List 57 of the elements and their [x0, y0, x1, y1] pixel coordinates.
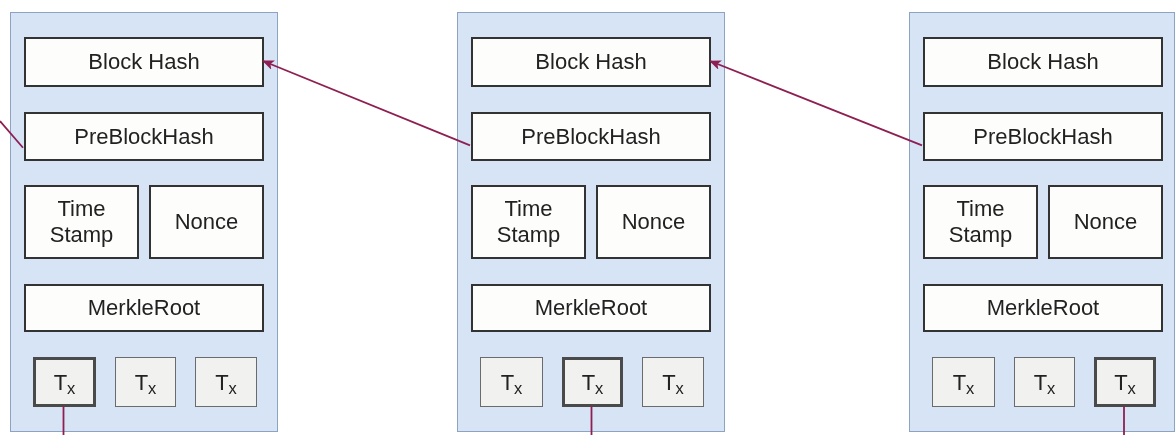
field-box	[471, 112, 711, 161]
transaction-box	[33, 357, 96, 407]
transaction-label: T$_{x}$	[581, 368, 604, 399]
connector-line	[1123, 405, 1125, 435]
field-label: Block Hash	[987, 49, 1099, 75]
field-box	[471, 185, 586, 259]
transaction-label: T$_{x}$	[952, 368, 975, 399]
block-panel	[909, 12, 1175, 432]
field-label: PreBlockHash	[973, 123, 1113, 150]
field-box	[24, 112, 264, 161]
arrow	[262, 60, 471, 147]
field-box	[1048, 185, 1163, 259]
field-label: Nonce	[621, 209, 686, 235]
field-label: MerkleRoot	[986, 295, 1100, 321]
field-box	[24, 185, 139, 259]
transaction-label: T$_{x}$	[500, 368, 523, 399]
field-box	[923, 185, 1038, 259]
field-box	[149, 185, 264, 259]
field-box	[923, 37, 1163, 87]
field-label: Time Stamp	[48, 196, 115, 248]
arrow	[709, 60, 923, 147]
field-box	[596, 185, 711, 259]
block-panel	[10, 12, 278, 432]
transaction-label: T$_{x}$	[1033, 368, 1056, 399]
transaction-box	[932, 357, 995, 407]
block-panel	[457, 12, 725, 432]
field-box	[24, 284, 264, 332]
connector-line	[62, 405, 65, 435]
transaction-box	[562, 357, 623, 407]
field-label: PreBlockHash	[521, 123, 661, 150]
field-box	[24, 37, 264, 87]
field-box	[471, 284, 711, 332]
field-box	[923, 112, 1163, 161]
field-box	[923, 284, 1163, 332]
transaction-box	[115, 357, 176, 407]
field-label: Time Stamp	[495, 196, 562, 248]
field-label: PreBlockHash	[74, 123, 214, 150]
field-label: Time Stamp	[947, 196, 1014, 248]
connector-line	[590, 405, 593, 435]
field-label: Nonce	[1073, 209, 1138, 235]
transaction-box	[1014, 357, 1075, 407]
transaction-box	[642, 357, 704, 407]
field-label: Nonce	[174, 209, 239, 235]
transaction-label: T$_{x}$	[215, 368, 237, 399]
connector-line	[0, 120, 24, 149]
transaction-label: T$_{x}$	[1114, 368, 1136, 399]
field-label: Block Hash	[88, 49, 200, 75]
transaction-box	[480, 357, 543, 407]
transaction-box	[1094, 357, 1156, 407]
field-label: MerkleRoot	[534, 295, 648, 321]
transaction-label: T$_{x}$	[53, 368, 76, 399]
field-label: MerkleRoot	[87, 295, 201, 321]
transaction-box	[195, 357, 257, 407]
transaction-label: T$_{x}$	[662, 368, 684, 399]
field-label: Block Hash	[535, 49, 647, 75]
transaction-label: T$_{x}$	[134, 368, 157, 399]
field-box	[471, 37, 711, 87]
